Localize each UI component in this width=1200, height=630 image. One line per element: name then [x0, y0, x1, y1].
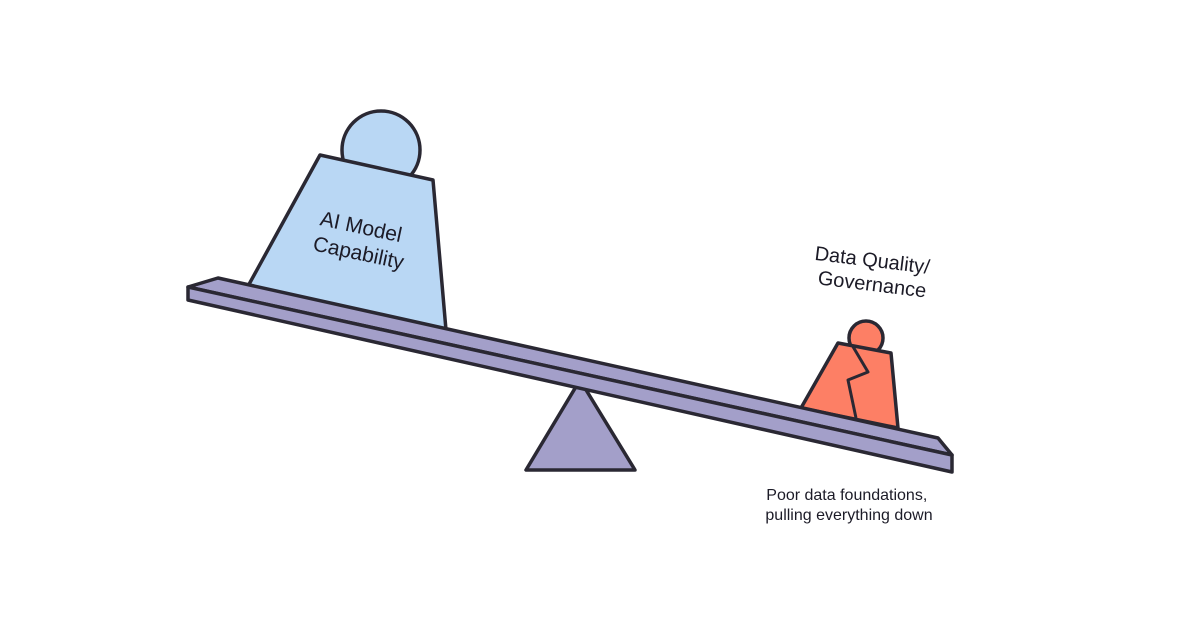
- caption-text: Poor data foundations, pulling everythin…: [765, 487, 932, 524]
- light-weight-label: Data Quality/ Governance: [811, 243, 937, 303]
- seesaw-beam-front: [186, 285, 954, 474]
- caption-line1: Poor data foundations,: [766, 487, 927, 504]
- fulcrum-triangle: [524, 378, 637, 472]
- caption-line2: pulling everything down: [765, 507, 932, 524]
- light-weight-crack: [846, 344, 870, 419]
